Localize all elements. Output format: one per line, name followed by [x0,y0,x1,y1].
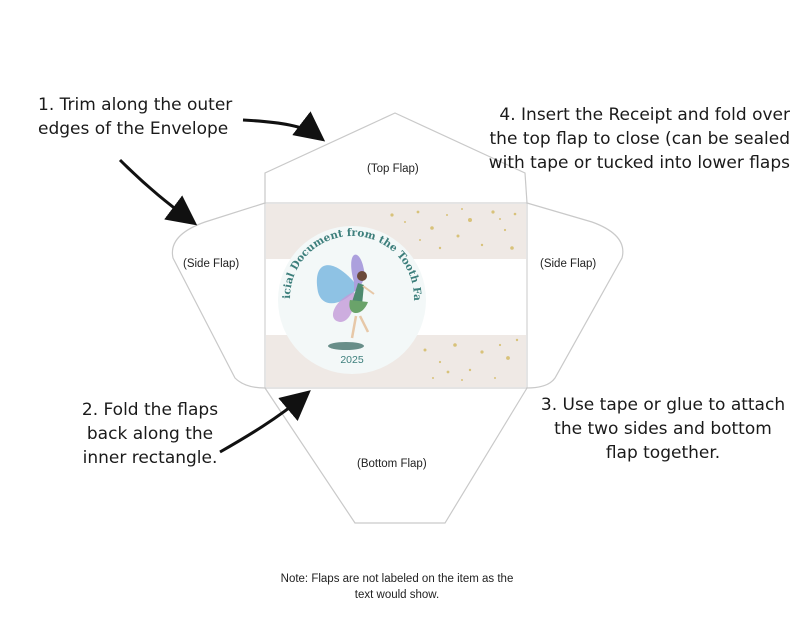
left-side-flap-label: (Side Flap) [183,258,240,270]
instruction-step-1: 1. Trim along the outer edges of the Env… [38,95,233,139]
bottom-flap-outline [264,387,528,524]
arrow-step2-to-panel [219,390,311,454]
right-side-flap-outline [526,202,624,389]
gold-sparkles [390,208,519,381]
instruction-step-2: 2. Fold the flaps back along the inner r… [81,400,219,468]
arrow-step1-to-top [242,111,326,142]
left-side-flap-outline [171,202,266,389]
seal-year: 2025 [340,354,364,366]
footnote: Note: Flaps are not labeled on the item … [280,573,514,601]
top-flap-outline [264,112,528,204]
top-flap-label: (Top Flap) [367,163,419,175]
arrow-step1-to-side [118,158,198,226]
right-side-flap-label: (Side Flap) [540,258,597,270]
bottom-flap-label: (Bottom Flap) [357,458,427,470]
fairy-illustration [316,254,375,350]
instruction-step-4: 4. Insert the Receipt and fold over the … [488,105,790,173]
instruction-step-3: 3. Use tape or glue to attach the two si… [540,395,786,463]
